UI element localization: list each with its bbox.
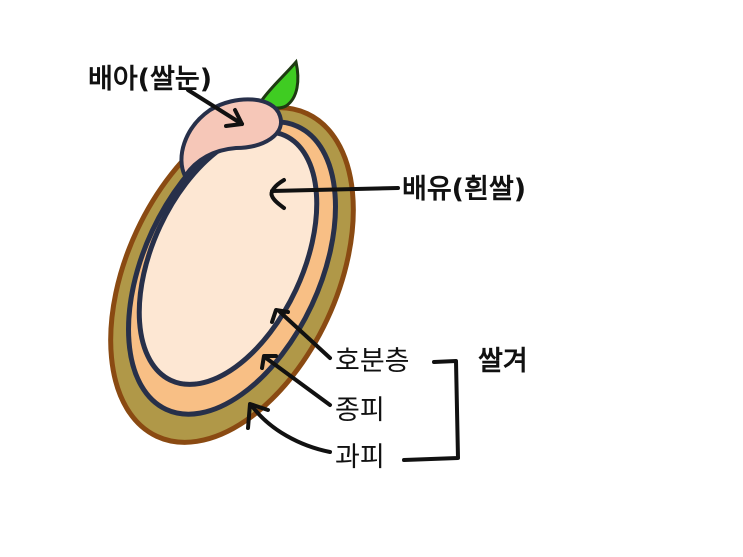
- embryo-pointer: [186, 88, 244, 128]
- endosperm-label: 배유(흰쌀): [402, 174, 526, 205]
- seed-coat-pointer: [260, 354, 332, 407]
- aleurone-label: 호분층: [335, 346, 410, 377]
- endosperm-pointer: [269, 178, 400, 210]
- aleurone-pointer: [270, 308, 332, 360]
- embryo: [179, 97, 283, 180]
- embryo-label: 배아(쌀눈): [88, 64, 212, 95]
- bran-label: 쌀겨: [478, 346, 528, 377]
- pericarp-pointer: [246, 402, 332, 454]
- bran-bracket: [402, 359, 460, 462]
- seed-coat-label: 종피: [335, 395, 385, 426]
- pericarp-label: 과피: [335, 442, 385, 473]
